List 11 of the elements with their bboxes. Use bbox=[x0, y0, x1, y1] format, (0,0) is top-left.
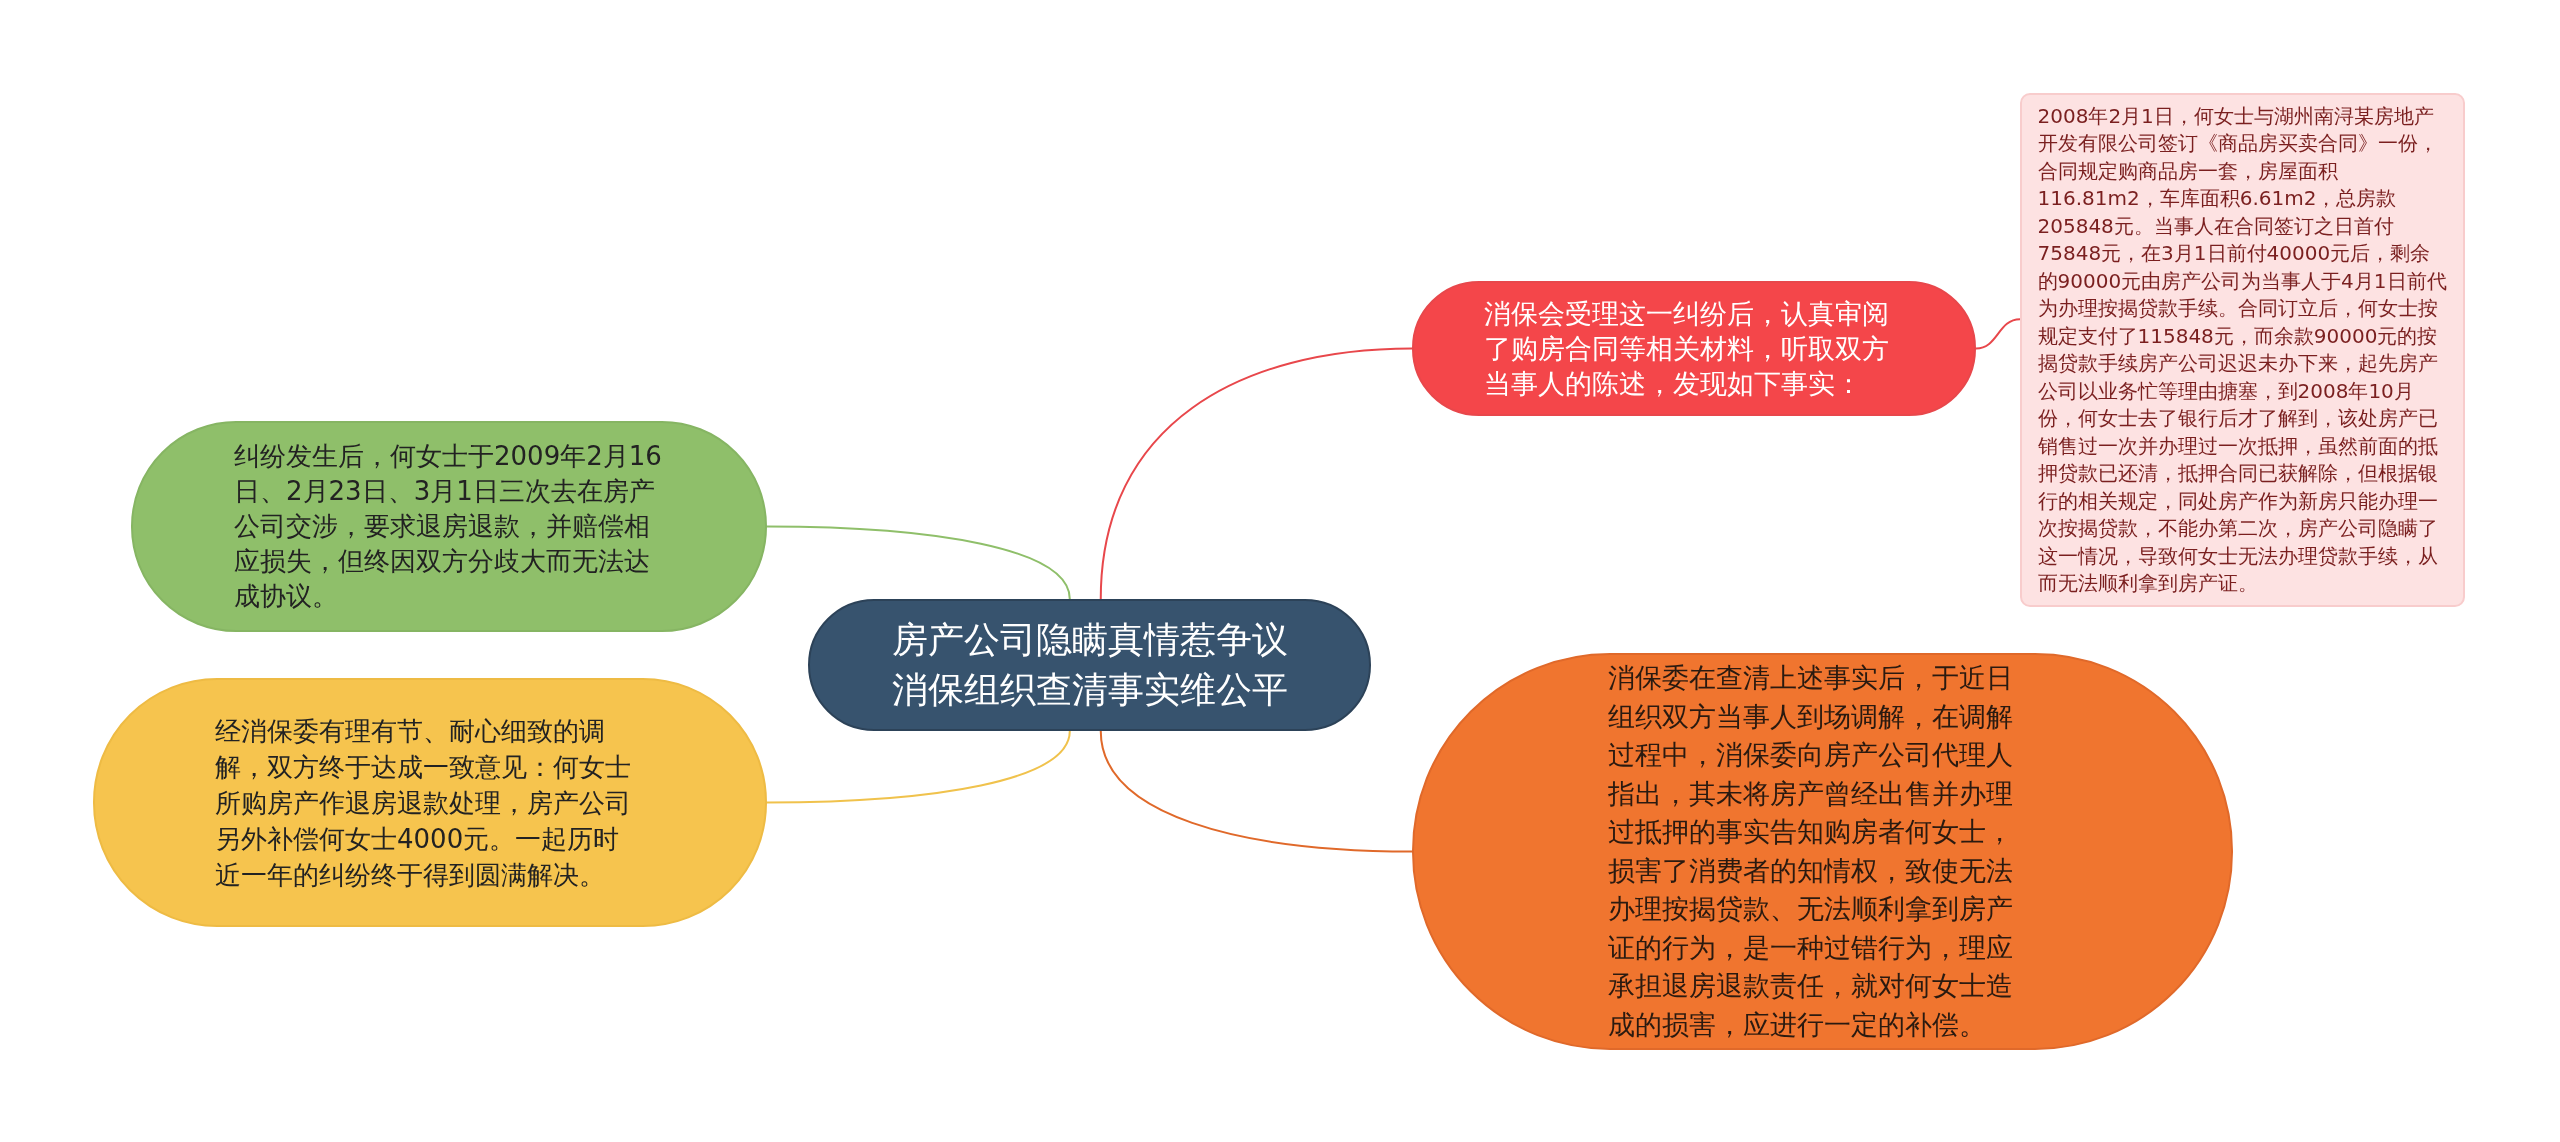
topic-text: 消保委在查清上述事实后，于近日组织双方当事人到场调解，在调解过程中，消保委向房产公司代理人指出，其未将房产曾经出售并办理过抵押的事实告知购房者何女士，损害了消费者的知情权，致使无法办理按揭贷款、无法顺利拿到房产证的行为，是一种过错行为，理应承担退房退款责任，就对何女士造成的损害，应进行一定的补偿。 bbox=[1607, 661, 2014, 1042]
connector bbox=[1099, 347, 1413, 600]
topic-text: 经消保委有理有节、耐心细致的调解，双方终于达成一致意见：何女士所购房产作退房退款处理，房产公司另外补偿何女士4000元。一起历时近一年的纠纷终于得到圆满解决。 bbox=[215, 714, 632, 892]
connector bbox=[1099, 730, 1413, 853]
connector bbox=[1975, 318, 2021, 350]
connector bbox=[766, 525, 1071, 600]
connector bbox=[766, 730, 1071, 804]
topic-text: 2008年2月1日，何女士与湖州南浔某房地产开发有限公司签订《商品房买卖合同》一份，合同规定购商品房一套，房屋面积116.81m2，车库面积6.61m2，总房款205848元。当事人在合同签订之日首付75848元，在3月1日前付40000元后，剩余的90000元由房产公司为当事人于4月1日前代为办理按揭贷款手续。合同订立后，何女士按规定支付了115848元，而余款90000元的按揭贷款手续房产公司迟迟未办下来，起先房产公司以业务忙等理由搪塞，到2008年10月份，何女士去了银行后才了解到，该处房产已销售过一次并办理过一次抵押，虽然前面的抵押贷款已还清，抵押合同已获解除，但根据银行的相关规定，同处房产作为新房只能办理一次按揭贷款，不能办第二次，房产公司隐瞒了这一情况，导致何女士无法办理贷款手续，从而无法顺利拿到房产证。 bbox=[2037, 102, 2448, 597]
topic-text: 消保会受理这一纠纷后，认真审阅了购房合同等相关材料，听取双方当事人的陈述，发现如下事实： bbox=[1484, 297, 1890, 401]
topic-title: 房产公司隐瞒真情惹争议消保组织查清事实维公平 bbox=[890, 618, 1289, 712]
topic-text: 纠纷发生后，何女士于2009年2月16日、2月23日、3月1日三次去在房产公司交涉，要求退房退款，并赔偿相应损失，但终因双方分歧大而无法达成协议。 bbox=[234, 440, 663, 613]
